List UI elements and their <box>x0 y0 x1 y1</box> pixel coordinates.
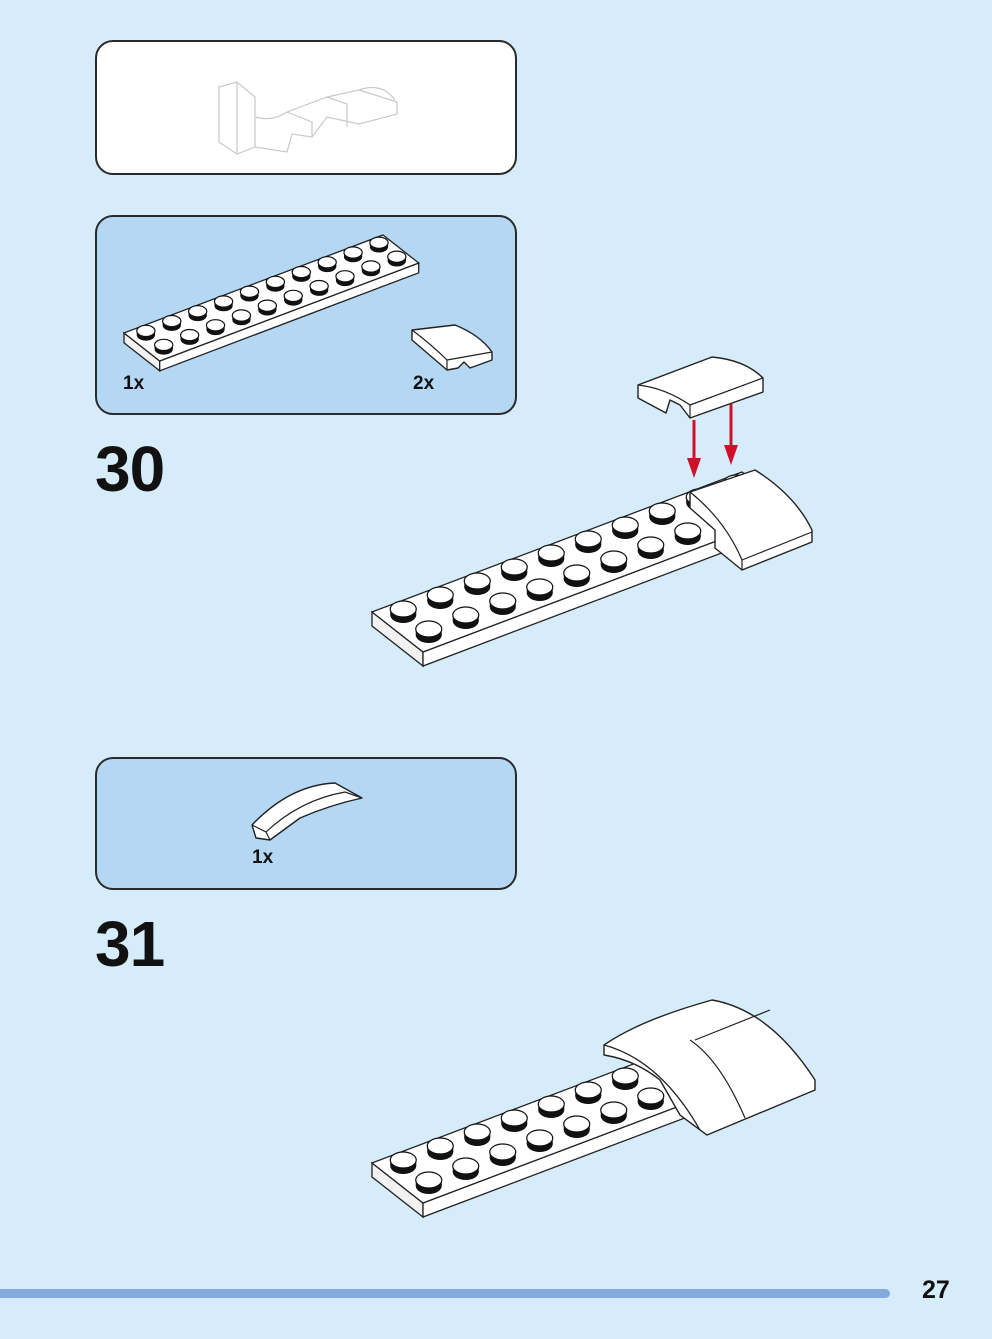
stud <box>389 1151 417 1174</box>
part-quantity: 2x <box>413 373 435 394</box>
stud <box>213 295 234 312</box>
stud <box>674 522 702 545</box>
stud <box>489 592 517 615</box>
page-progress-bar <box>0 1289 890 1298</box>
sub-assembly-preview-image <box>218 81 398 155</box>
stud <box>611 1067 639 1090</box>
down-arrow-icon <box>724 404 738 465</box>
stud <box>291 265 311 282</box>
stud <box>231 309 252 326</box>
stud <box>526 1129 554 1152</box>
stud <box>389 600 417 623</box>
stud <box>537 1095 565 1118</box>
stud <box>500 558 528 581</box>
stud <box>463 572 491 595</box>
stud <box>265 275 286 292</box>
curved-slope-2x2 <box>603 999 816 1136</box>
stud <box>162 314 182 331</box>
curved-slope-2x2 <box>689 469 813 571</box>
part-quantity: 1x <box>123 373 145 394</box>
page-number: 27 <box>922 1276 950 1304</box>
part-quantity: 1x <box>252 847 274 868</box>
stud <box>463 1123 491 1146</box>
stud <box>369 236 389 253</box>
stud <box>574 530 602 553</box>
stud <box>611 516 639 539</box>
stud <box>317 256 337 273</box>
stud <box>526 578 554 601</box>
plate-2x10 <box>122 234 421 373</box>
stud <box>600 550 628 573</box>
down-arrow-icon <box>687 420 701 478</box>
stud <box>361 260 381 277</box>
stud <box>489 1143 517 1166</box>
stud <box>563 564 591 587</box>
stud <box>574 1081 602 1104</box>
stud <box>637 536 665 559</box>
stud <box>179 328 200 345</box>
stud <box>637 1087 665 1110</box>
step-number: 31 <box>95 908 165 980</box>
stud <box>648 502 676 525</box>
stud <box>309 279 329 296</box>
stud <box>239 285 260 302</box>
stud <box>205 319 226 336</box>
stud <box>187 305 208 322</box>
stud <box>452 606 480 629</box>
step-number: 30 <box>95 433 165 505</box>
stud <box>563 1115 591 1138</box>
curved-slope-2x2 <box>411 324 493 371</box>
curved-slope-2x2 <box>637 356 764 419</box>
stud <box>537 544 565 567</box>
stud <box>283 289 303 306</box>
stud <box>452 1157 480 1180</box>
stud <box>154 338 174 355</box>
stud <box>415 1171 443 1194</box>
stud <box>136 324 156 341</box>
stud <box>600 1101 628 1124</box>
stud <box>343 246 363 263</box>
previous-step-preview <box>95 40 517 175</box>
stud <box>426 1137 454 1160</box>
parts-list-step-31: 1x <box>95 757 517 890</box>
curved-slope-2x2 <box>251 782 363 841</box>
stud <box>500 1109 528 1132</box>
stud <box>387 250 407 267</box>
stud <box>335 270 355 287</box>
stud <box>415 620 443 643</box>
stud <box>257 299 278 316</box>
stud <box>426 586 454 609</box>
